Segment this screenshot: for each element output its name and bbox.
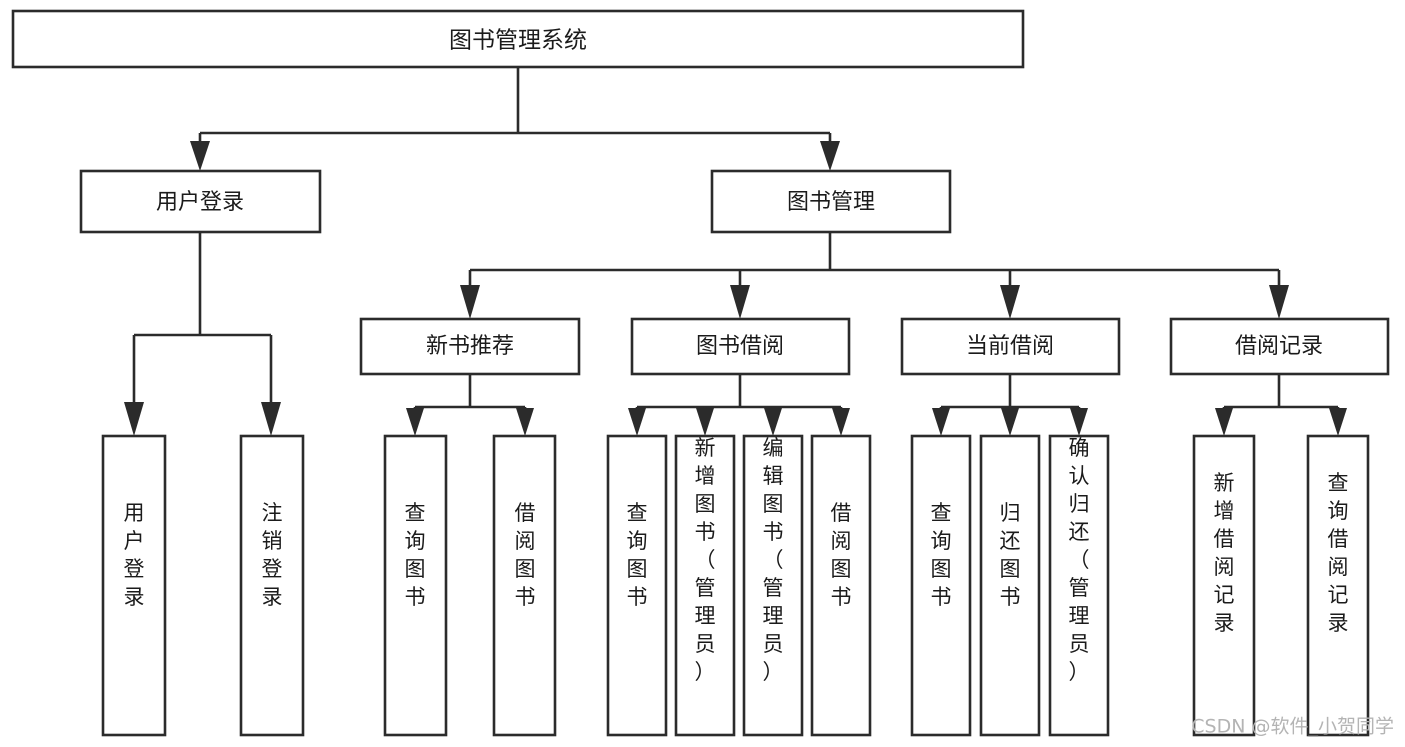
node-borrow-record-box[interactable] [1169, 317, 1390, 376]
arrow-head-leaf-confirm-return [1070, 408, 1088, 436]
arrow-head-leaf-add-book [696, 408, 714, 436]
leaf-node-query-book-1[interactable]: 查询图书 [383, 434, 448, 737]
arrow-head-leaf-query-book-1 [406, 408, 424, 436]
leaf-node-return-book-box[interactable] [979, 434, 1041, 737]
node-book-manage-box[interactable] [710, 169, 952, 234]
leaf-node-query-record[interactable]: 查询借阅记录 [1306, 434, 1370, 737]
node-book-borrow-box[interactable] [630, 317, 851, 376]
leaf-node-query-book-2-label: 查询图书 [627, 501, 648, 609]
node-root[interactable]: 图书管理系统 [11, 9, 1025, 69]
arrow-head-leaf-user-logout [261, 402, 281, 436]
node-user-login[interactable]: 用户登录 [79, 169, 322, 234]
arrow-head-borrow-record [1269, 285, 1289, 319]
leaf-node-user-logout-box[interactable] [239, 434, 305, 737]
leaf-node-return-book-label: 归还图书 [1000, 501, 1021, 609]
leaf-node-query-book-3[interactable]: 查询图书 [910, 434, 972, 737]
csdn-watermark: CSDN @软件_小贺同学 [1191, 716, 1394, 738]
arrow-head-leaf-edit-book [764, 408, 782, 436]
leaf-node-query-book-2-box[interactable] [606, 434, 668, 737]
leaf-node-add-record[interactable]: 新增借阅记录 [1192, 434, 1256, 737]
leaf-layer: 用户登录 注销登录 查询图书 借阅图书 查询图书 新增图书（管理员） [101, 434, 1370, 737]
leaf-node-borrow-book-1-label: 借阅图书 [515, 501, 536, 609]
arrow-head-leaf-borrow-book-1 [516, 408, 534, 436]
node-user-login-label: 用户登录 [156, 190, 244, 215]
leaf-node-add-book-label: 新增图书（管理员） [695, 436, 716, 684]
leaf-node-add-record-box[interactable] [1192, 434, 1256, 737]
node-new-book-recommend[interactable]: 新书推荐 [359, 317, 581, 376]
node-book-manage-label: 图书管理 [787, 190, 875, 215]
connector-layer [124, 67, 1347, 436]
leaf-node-user-logout-label: 注销登录 [262, 501, 283, 609]
leaf-node-user-login[interactable]: 用户登录 [101, 434, 167, 737]
leaf-node-borrow-book-1[interactable]: 借阅图书 [492, 434, 557, 737]
leaf-node-borrow-book-2-box[interactable] [810, 434, 872, 737]
leaf-node-borrow-book-2-label: 借阅图书 [831, 501, 852, 609]
leaf-node-confirm-return-label: 确认归还（管理员） [1069, 436, 1090, 684]
arrow-head-leaf-query-record [1329, 408, 1347, 436]
leaf-node-add-book-box[interactable] [674, 434, 736, 737]
arrow-head-leaf-borrow-book-2 [832, 408, 850, 436]
arrow-head-leaf-query-book-2 [628, 408, 646, 436]
node-current-borrow[interactable]: 当前借阅 [900, 317, 1121, 376]
leaf-node-query-book-3-label: 查询图书 [931, 501, 952, 609]
leaf-node-query-book-3-box[interactable] [910, 434, 972, 737]
arrow-head-leaf-query-book-3 [932, 408, 950, 436]
arrow-head-book-borrow [730, 285, 750, 319]
leaf-node-add-book[interactable]: 新增图书（管理员） [674, 434, 736, 737]
leaf-node-query-record-box[interactable] [1306, 434, 1370, 737]
leaf-node-user-login-label: 用户登录 [124, 501, 145, 609]
leaf-node-query-record-label: 查询借阅记录 [1328, 471, 1349, 635]
node-borrow-record[interactable]: 借阅记录 [1169, 317, 1390, 376]
arrow-head-leaf-add-record [1215, 408, 1233, 436]
arrow-head-user-login [190, 141, 210, 171]
node-new-book-recommend-box[interactable] [359, 317, 581, 376]
arrow-head-current-borrow [1000, 285, 1020, 319]
leaf-node-confirm-return[interactable]: 确认归还（管理员） [1048, 434, 1110, 737]
leaf-node-user-logout[interactable]: 注销登录 [239, 434, 305, 737]
leaf-node-edit-book[interactable]: 编辑图书（管理员） [742, 434, 804, 737]
node-root-box[interactable] [11, 9, 1025, 69]
node-current-borrow-box[interactable] [900, 317, 1121, 376]
arrow-head-book-manage [820, 141, 840, 171]
leaf-node-add-record-label: 新增借阅记录 [1214, 471, 1235, 635]
leaf-node-borrow-book-2[interactable]: 借阅图书 [810, 434, 872, 737]
leaf-node-edit-book-label: 编辑图书（管理员） [763, 436, 784, 684]
arrow-head-new-book-recommend [460, 285, 480, 319]
leaf-node-confirm-return-box[interactable] [1048, 434, 1110, 737]
node-book-borrow[interactable]: 图书借阅 [630, 317, 851, 376]
leaf-node-borrow-book-1-box[interactable] [492, 434, 557, 737]
node-current-borrow-label: 当前借阅 [966, 334, 1054, 359]
node-book-borrow-label: 图书借阅 [696, 334, 784, 359]
leaf-node-return-book[interactable]: 归还图书 [979, 434, 1041, 737]
node-borrow-record-label: 借阅记录 [1235, 334, 1323, 359]
leaf-node-query-book-1-label: 查询图书 [405, 501, 426, 609]
leaf-node-user-login-box[interactable] [101, 434, 167, 737]
arrow-head-leaf-user-login [124, 402, 144, 436]
leaf-node-edit-book-box[interactable] [742, 434, 804, 737]
arrow-head-leaf-return-book [1001, 408, 1019, 436]
node-book-manage[interactable]: 图书管理 [710, 169, 952, 234]
leaf-node-query-book-1-box[interactable] [383, 434, 448, 737]
node-root-label: 图书管理系统 [449, 28, 587, 54]
node-new-book-recommend-label: 新书推荐 [426, 334, 514, 359]
node-user-login-box[interactable] [79, 169, 322, 234]
leaf-node-query-book-2[interactable]: 查询图书 [606, 434, 668, 737]
